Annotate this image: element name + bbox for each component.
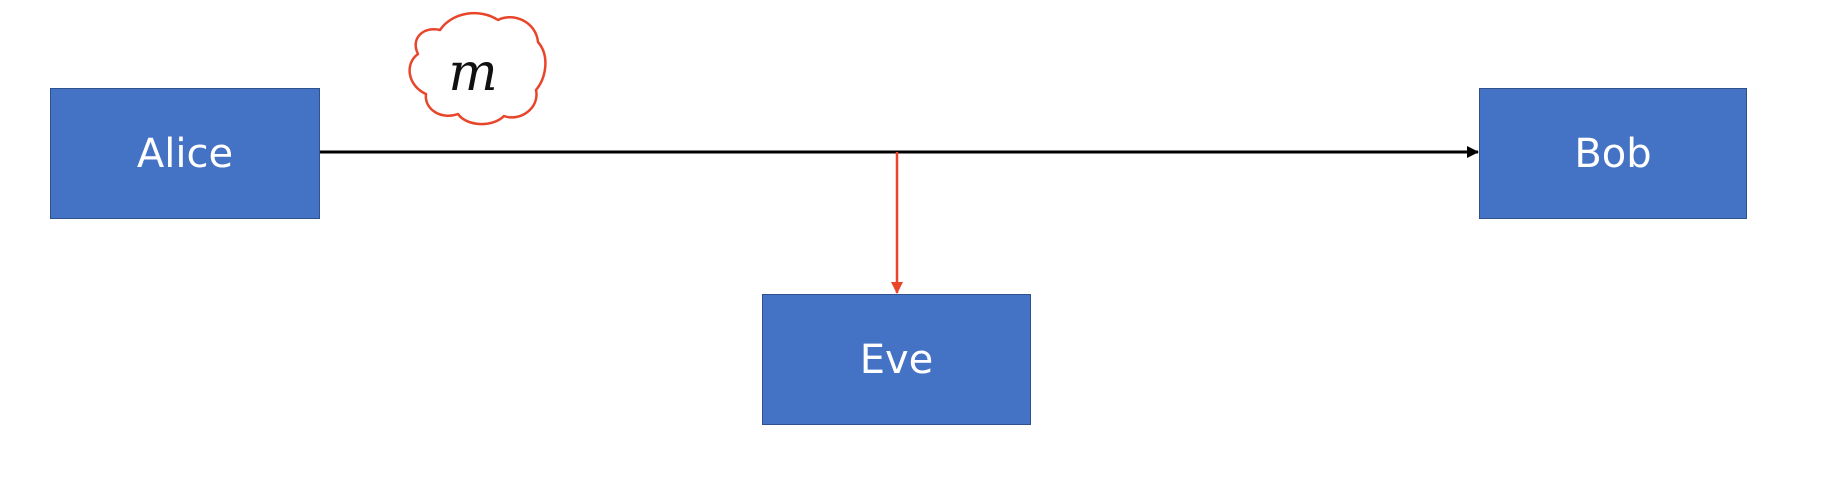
eve-node: Eve: [762, 294, 1031, 425]
eve-label: Eve: [859, 336, 934, 383]
bob-label: Bob: [1574, 130, 1652, 177]
bob-node: Bob: [1479, 88, 1747, 219]
message-label: m: [448, 43, 498, 103]
alice-node: Alice: [50, 88, 320, 219]
alice-label: Alice: [136, 130, 234, 177]
message-scribble: [408, 12, 547, 126]
